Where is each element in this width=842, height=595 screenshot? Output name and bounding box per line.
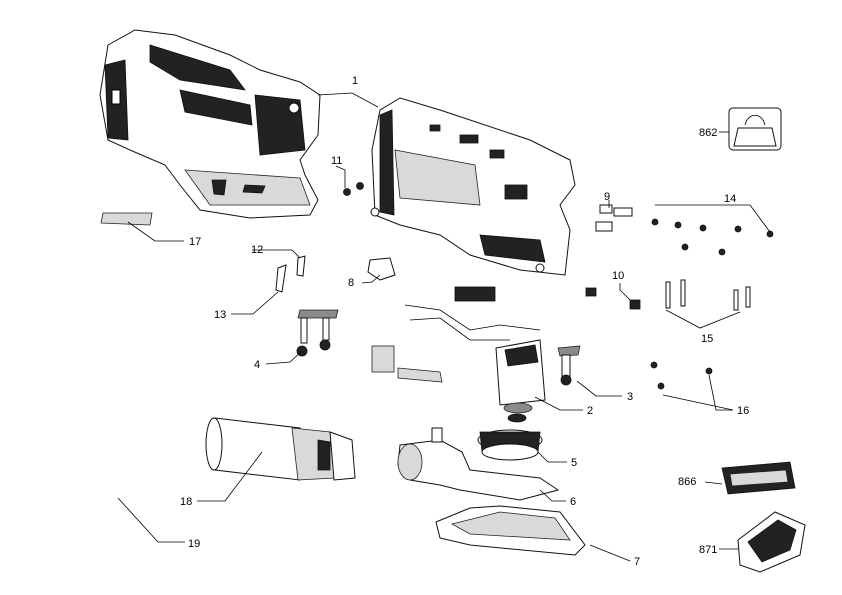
screws-15 <box>665 279 751 311</box>
sanding-pad-7 <box>435 505 586 556</box>
slider-4 <box>296 309 339 357</box>
callout-11: 11 <box>331 155 342 167</box>
callout-6: 6 <box>570 496 576 508</box>
tool-bag-862 <box>728 107 782 151</box>
callout-866: 866 <box>678 476 696 488</box>
charger-871 <box>737 511 806 573</box>
callout-871: 871 <box>699 544 717 556</box>
callout-16: 16 <box>737 405 749 417</box>
battery-866 <box>721 461 796 495</box>
callout-862: 862 <box>699 127 717 139</box>
callout-1: 1 <box>352 75 358 87</box>
screws-16 <box>650 361 713 390</box>
base-6 <box>397 427 560 501</box>
callout-4: 4 <box>254 359 260 371</box>
fan-5 <box>477 429 543 461</box>
callout-9: 9 <box>604 191 610 203</box>
leader-lines <box>117 92 771 562</box>
callout-3: 3 <box>627 391 633 403</box>
callout-5: 5 <box>571 457 577 469</box>
callout-8: 8 <box>348 277 354 289</box>
switch-actuator-8 <box>367 257 396 281</box>
wiring-harness <box>371 286 541 383</box>
callouts: 1 2 3 4 5 6 7 8 9 10 11 12 13 14 15 16 1… <box>180 75 749 568</box>
callout-18: 18 <box>180 496 192 508</box>
motor-2 <box>495 339 546 423</box>
callout-19: 19 <box>188 538 200 550</box>
switch-12-13 <box>275 255 306 293</box>
label-17 <box>100 212 153 226</box>
brushes-9 <box>595 204 633 232</box>
callout-12: 12 <box>251 244 263 256</box>
callout-14: 14 <box>724 193 736 205</box>
dust-canister-18 <box>205 417 356 481</box>
brush-holders-10 <box>585 287 641 310</box>
callout-7: 7 <box>634 556 640 568</box>
brush-holder-3 <box>557 345 581 386</box>
housing-left-half <box>99 29 321 219</box>
callout-2: 2 <box>587 405 593 417</box>
housing-frame <box>370 97 576 276</box>
callout-17: 17 <box>189 236 201 248</box>
screws-11 <box>343 182 364 196</box>
screws-14 <box>651 218 774 256</box>
callout-13: 13 <box>214 309 226 321</box>
callout-10: 10 <box>612 270 624 282</box>
callout-15: 15 <box>701 333 713 345</box>
